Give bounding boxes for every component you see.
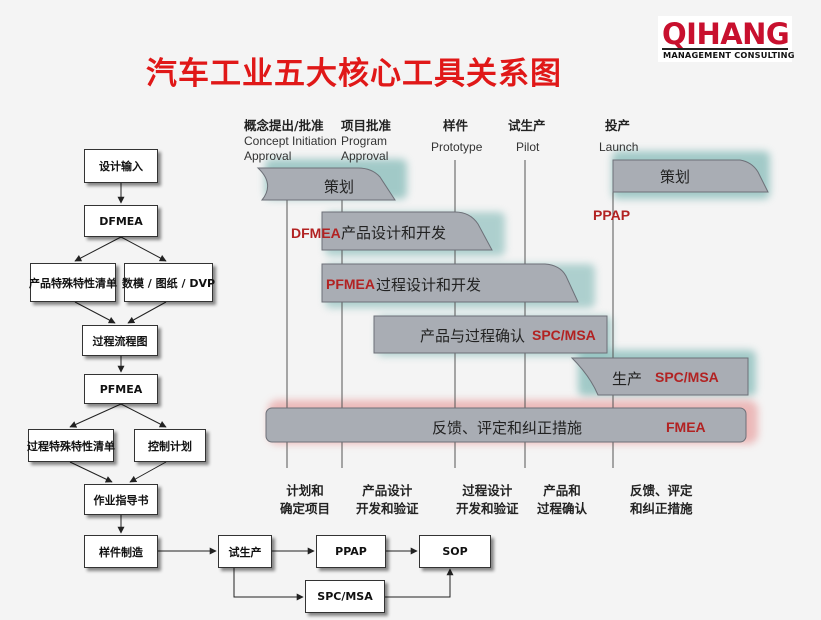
phase-launch-en1: Launch xyxy=(599,140,639,154)
flow-box-design-input: 设计输入 xyxy=(84,149,158,183)
page-title: 汽车工业五大核心工具关系图 xyxy=(146,56,562,92)
phase-program-en1: Program xyxy=(341,134,388,148)
conn-pfmea-control-plan xyxy=(120,403,167,428)
phase-program-en2: Approval xyxy=(341,149,389,163)
bottom-label-validation-line1: 产品和 xyxy=(543,483,581,498)
bottom-label-validation: 产品和 过程确认 xyxy=(537,482,587,518)
logo-tagline: MANAGEMENT CONSULTING xyxy=(663,50,795,60)
band-validation-label: 产品与过程确认 xyxy=(420,327,526,345)
tool-dfmea: DFMEA xyxy=(291,225,341,241)
bottom-label-planning: 计划和 确定项目 xyxy=(280,482,330,518)
bottom-label-product: 产品设计 开发和验证 xyxy=(356,482,419,518)
phase-program: 项目批准 Program Approval xyxy=(341,115,391,164)
flow-box-drawings: 数模 / 图纸 / DVP xyxy=(122,263,215,302)
conn-trial-spcmsa xyxy=(233,568,304,601)
tool-pfmea: PFMEA xyxy=(326,276,375,292)
flow-box-ppap: PPAP xyxy=(316,535,386,568)
flow-box-sample-making: 样件制造 xyxy=(84,535,158,568)
band-planning-label: 策划 xyxy=(324,178,355,196)
flow-box-sop: SOP xyxy=(419,535,491,568)
phase-concept-en1: Concept Initiation xyxy=(244,134,337,148)
bottom-label-process: 过程设计 开发和验证 xyxy=(456,482,519,518)
flow-box-process-flow: 过程流程图 xyxy=(82,325,158,356)
bottom-label-product-line2: 开发和验证 xyxy=(356,501,419,516)
conn-process-special-wi xyxy=(69,461,113,483)
conn-product-special-flow xyxy=(74,301,116,324)
bottom-label-validation-line2: 过程确认 xyxy=(537,501,588,516)
flow-box-control-plan: 控制计划 xyxy=(134,429,206,462)
conn-spcmsa-sop xyxy=(385,568,454,598)
bottom-label-process-line1: 过程设计 xyxy=(462,483,513,498)
phase-concept-zh: 概念提出/批准 xyxy=(244,118,324,133)
flow-box-process-special: 过程特殊特性清单 xyxy=(27,429,115,462)
bottom-label-process-line2: 开发和验证 xyxy=(456,501,519,516)
tool-spc-msa-production: SPC/MSA xyxy=(655,369,719,385)
band-feedback xyxy=(265,407,747,443)
band-validation xyxy=(373,315,608,354)
band-feedback-label: 反馈、评定和纠正措施 xyxy=(432,419,583,437)
band-product-design xyxy=(321,211,493,251)
bands xyxy=(256,159,769,443)
phase-concept-en2: Approval xyxy=(244,149,292,163)
phase-concept: 概念提出/批准 Concept Initiation Approval xyxy=(244,115,337,164)
phase-pilot-en1: Pilot xyxy=(516,140,540,154)
tool-spc-msa-validation: SPC/MSA xyxy=(532,327,596,343)
band-launch-planning xyxy=(612,159,769,193)
bottom-label-feedback: 反馈、评定 和纠正措施 xyxy=(630,482,693,518)
conn-pfmea-process-special xyxy=(69,403,122,428)
conn-control-plan-wi xyxy=(129,461,167,483)
conn-dfmea-product-special xyxy=(74,236,122,262)
logo-divider xyxy=(662,48,788,50)
band-planning xyxy=(256,167,396,201)
bottom-label-feedback-line1: 反馈、评定 xyxy=(630,483,693,498)
phase-prototype: 样件 Prototype xyxy=(431,115,482,155)
band-launch-planning-label: 策划 xyxy=(660,168,691,186)
phase-pilot-zh: 试生产 xyxy=(508,118,546,133)
band-product-design-label: 产品设计和开发 xyxy=(341,224,447,242)
bottom-label-planning-line2: 确定项目 xyxy=(280,501,331,516)
flow-box-work-instruction: 作业指导书 xyxy=(84,484,158,515)
flow-box-spc-msa: SPC/MSA xyxy=(305,580,385,613)
band-process-design xyxy=(321,263,579,303)
conn-drawings-flow xyxy=(127,301,167,324)
phase-prototype-en1: Prototype xyxy=(431,140,483,154)
conn-dfmea-drawings xyxy=(120,236,167,262)
phase-launch: 投产 Launch xyxy=(599,115,638,155)
company-logo: QIHANG MANAGEMENT CONSULTING xyxy=(658,16,795,62)
flow-connectors xyxy=(69,183,454,601)
band-process-design-label: 过程设计和开发 xyxy=(376,276,482,294)
flow-box-pfmea: PFMEA xyxy=(84,374,158,404)
band-production-label: 生产 xyxy=(612,370,643,388)
flow-box-product-special: 产品特殊特性清单 xyxy=(29,263,117,302)
phase-launch-zh: 投产 xyxy=(605,118,631,133)
bottom-label-feedback-line2: 和纠正措施 xyxy=(630,501,693,516)
tool-fmea: FMEA xyxy=(666,419,706,435)
bottom-label-planning-line1: 计划和 xyxy=(286,483,324,498)
bottom-label-product-line1: 产品设计 xyxy=(362,483,413,498)
band-production xyxy=(570,357,749,396)
tool-ppap: PPAP xyxy=(593,207,631,223)
phase-prototype-zh: 样件 xyxy=(443,118,469,133)
flow-box-dfmea: DFMEA xyxy=(84,205,158,237)
phase-pilot: 试生产 Pilot xyxy=(508,115,546,155)
logo-wordmark: QIHANG xyxy=(662,17,790,51)
phase-program-zh: 项目批准 xyxy=(341,118,392,133)
flow-box-trial-production: 试生产 xyxy=(218,535,272,568)
